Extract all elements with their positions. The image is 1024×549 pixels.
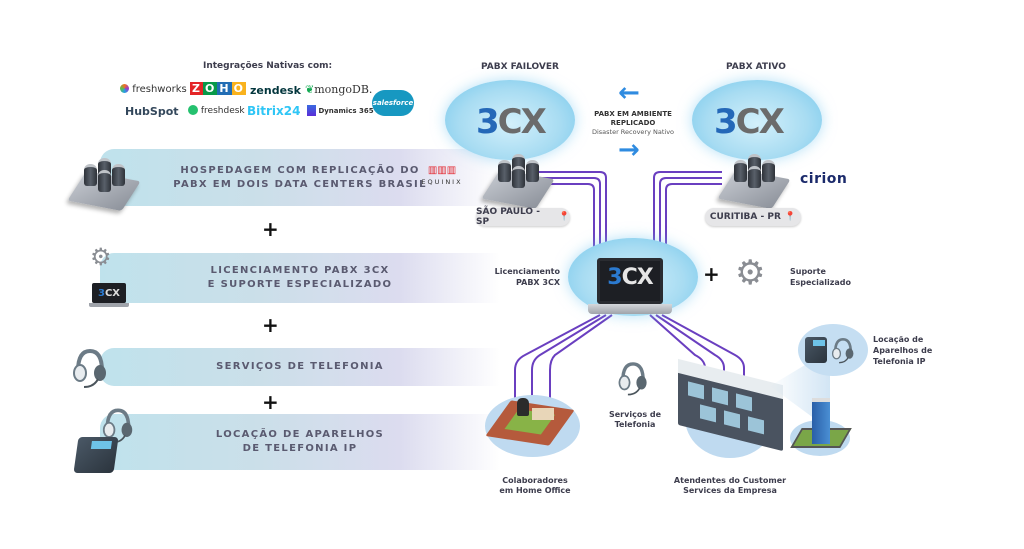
banner-telephony: SERVIÇOS DE TELEFONIA — [100, 348, 500, 386]
license-label: Licenciamento PABX 3CX — [494, 267, 560, 287]
failover-cloud — [445, 80, 575, 160]
sp-location-pill: SÃO PAULO - SP📍 — [476, 207, 570, 227]
headset-icon — [70, 345, 110, 390]
headset-icon — [830, 335, 856, 365]
line-pr-2 — [659, 177, 722, 262]
pr-location-pill: CURITIBA - PR📍 — [705, 208, 801, 226]
line-cs-2 — [655, 314, 725, 378]
server-rack-icon — [62, 148, 147, 211]
integrations-title: Integrações Nativas com: — [203, 61, 333, 71]
hubspot-logo: HubSpot — [125, 105, 179, 118]
line-home-2 — [531, 314, 607, 415]
ativo-3cx-logo: 3CX — [714, 102, 785, 142]
freshdesk-icon — [188, 105, 198, 115]
failover-3cx-logo: 3CX — [476, 102, 547, 142]
rental-label: Locação de Aparelhos de Telefonia IP — [873, 335, 933, 366]
dynamics-icon — [307, 105, 316, 116]
arrow-left-icon: ← — [618, 78, 640, 108]
headset-icon — [100, 405, 136, 445]
location-pin-icon: 📍 — [558, 212, 570, 222]
sp-server-rack-icon — [476, 148, 561, 209]
gears-icon: ⚙ — [90, 243, 112, 271]
ativo-title: PABX ATIVO — [726, 62, 786, 72]
customer-service-label: Atendentes do Customer Services da Empre… — [673, 476, 787, 495]
equinix-icon: ▥▥▥ — [427, 165, 457, 176]
line-cs-3 — [661, 314, 745, 378]
person-icon — [517, 398, 529, 416]
banner-phone-rental: LOCAÇÃO DE APARELHOS DE TELEFONIA IP — [100, 414, 500, 470]
failover-title: PABX FAILOVER — [481, 62, 559, 72]
desk-icon — [532, 408, 554, 420]
building-icon — [812, 398, 830, 444]
equinix-logo: ▥▥▥ EQUINIX — [421, 165, 463, 187]
cirion-logo: cirion — [800, 171, 848, 187]
plus-sign: + — [262, 217, 279, 241]
mongodb-logo: ❦mongoDB. — [305, 83, 373, 96]
plus-sign: + — [703, 262, 720, 286]
line-home-1 — [514, 314, 601, 415]
ip-phone-icon — [73, 437, 119, 473]
mongodb-leaf-icon: ❦ — [305, 83, 315, 96]
freshworks-logo: freshworks — [120, 84, 187, 95]
line-pr-3 — [665, 183, 722, 262]
line-home-3 — [549, 314, 613, 415]
support-label: Suporte Especializado — [790, 267, 852, 287]
home-office-label: Colaboradores em Home Office — [499, 476, 571, 495]
pr-server-rack-icon — [712, 148, 797, 209]
center-3cx-logo: 3CX — [607, 265, 653, 290]
ip-phone-icon — [805, 337, 827, 363]
plus-sign: + — [262, 390, 279, 414]
laptop-base-icon — [89, 303, 129, 307]
arrow-right-icon: → — [618, 135, 640, 165]
center-laptop — [597, 258, 663, 304]
plus-sign: + — [262, 313, 279, 337]
replication-label: PABX EM AMBIENTE REPLICADO Disaster Reco… — [591, 110, 675, 136]
bitrix24-logo: Bitrix24 — [247, 104, 301, 118]
headset-icon — [616, 358, 650, 398]
line-sp-1 — [535, 171, 607, 262]
banner-licensing: LICENCIAMENTO PABX 3CX E SUPORTE ESPECIA… — [100, 253, 500, 303]
line-sp-2 — [535, 177, 601, 262]
salesforce-logo: salesforce — [372, 90, 414, 116]
location-pin-icon: 📍 — [784, 212, 797, 222]
line-sp-3 — [535, 183, 595, 262]
freshworks-icon — [120, 84, 129, 93]
telephony-label: Serviços de Telefonia — [608, 410, 662, 429]
line-pr-1 — [653, 171, 722, 262]
banner-hosting: HOSPEDAGEM COM REPLICAÇÃO DO PABX EM DOI… — [100, 149, 500, 206]
freshdesk-logo: freshdesk — [188, 105, 245, 116]
dynamics365-logo: Dynamics 365 — [307, 105, 374, 116]
laptop-keyboard — [588, 304, 672, 314]
support-gears-icon: ⚙ — [735, 253, 766, 293]
ativo-cloud — [692, 80, 822, 160]
zendesk-logo: zendesk — [250, 84, 301, 97]
